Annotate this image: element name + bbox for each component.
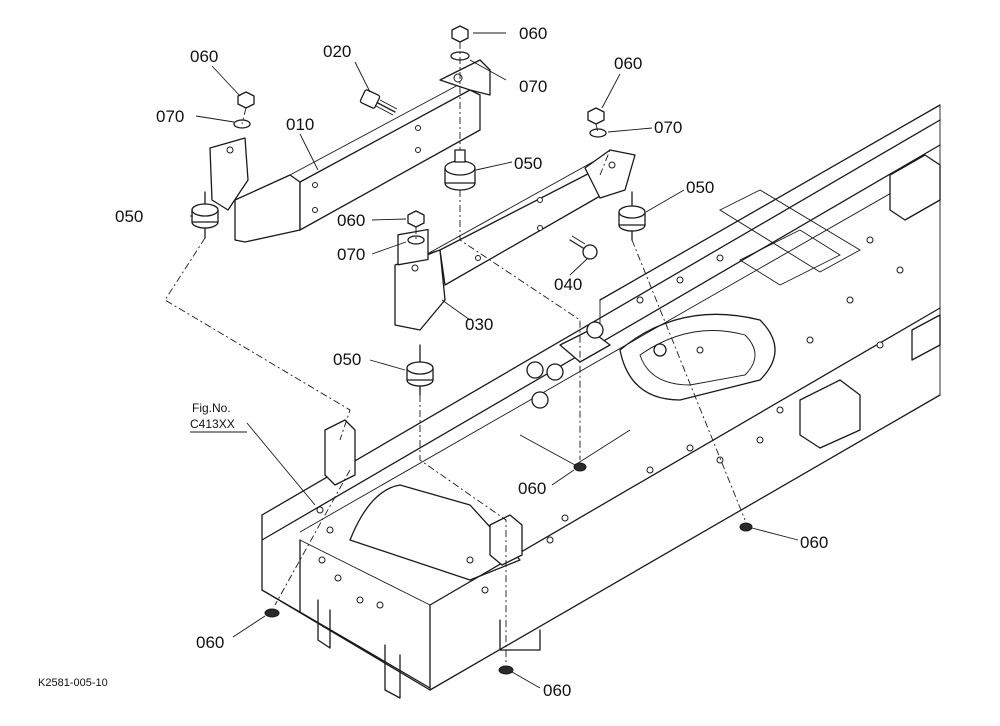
bolt-020 [359, 89, 398, 116]
figure-reference: Fig.No. C413XX [190, 401, 247, 433]
bolt-040 [569, 235, 598, 260]
callout-070-top: 070 [519, 77, 547, 96]
leader-lines [190, 32, 799, 689]
drawing-code: K2581-005-10 [38, 677, 108, 689]
callout-040: 040 [554, 275, 582, 294]
callout-070-right: 070 [654, 118, 682, 137]
callout-060-mid: 060 [337, 211, 365, 230]
callout-060-top-left: 060 [190, 47, 218, 66]
callout-060-bottom: 060 [543, 681, 571, 700]
callout-050-left: 050 [115, 207, 143, 226]
figure-ref-number: C413XX [190, 417, 235, 431]
rubber-mount-right [618, 191, 646, 241]
bracket-030 [394, 149, 636, 331]
callout-020: 020 [323, 42, 351, 61]
bracket-010 [209, 59, 491, 243]
figure-ref-label: Fig.No. [192, 401, 231, 415]
callout-060-right: 060 [800, 533, 828, 552]
callout-050-right: 050 [686, 178, 714, 197]
callout-030: 030 [465, 315, 493, 334]
callout-labels: 060 070 010 020 050 060 070 050 060 070 … [115, 24, 828, 700]
callout-070-mid: 070 [337, 245, 365, 264]
callout-060-top-right: 060 [614, 54, 642, 73]
callout-070-left: 070 [156, 107, 184, 126]
callout-050-mid: 050 [333, 350, 361, 369]
rubber-mount-top [444, 149, 476, 191]
rubber-mount-mid [406, 344, 434, 396]
callout-050-top: 050 [514, 154, 542, 173]
callout-060-bottom-left: 060 [196, 633, 224, 652]
callout-060-center: 060 [518, 479, 546, 498]
nuts-and-washers [233, 25, 753, 675]
callout-060-top: 060 [519, 24, 547, 43]
callout-010: 010 [286, 115, 314, 134]
assembly-lines [164, 42, 746, 665]
rubber-mount-left [191, 191, 219, 239]
